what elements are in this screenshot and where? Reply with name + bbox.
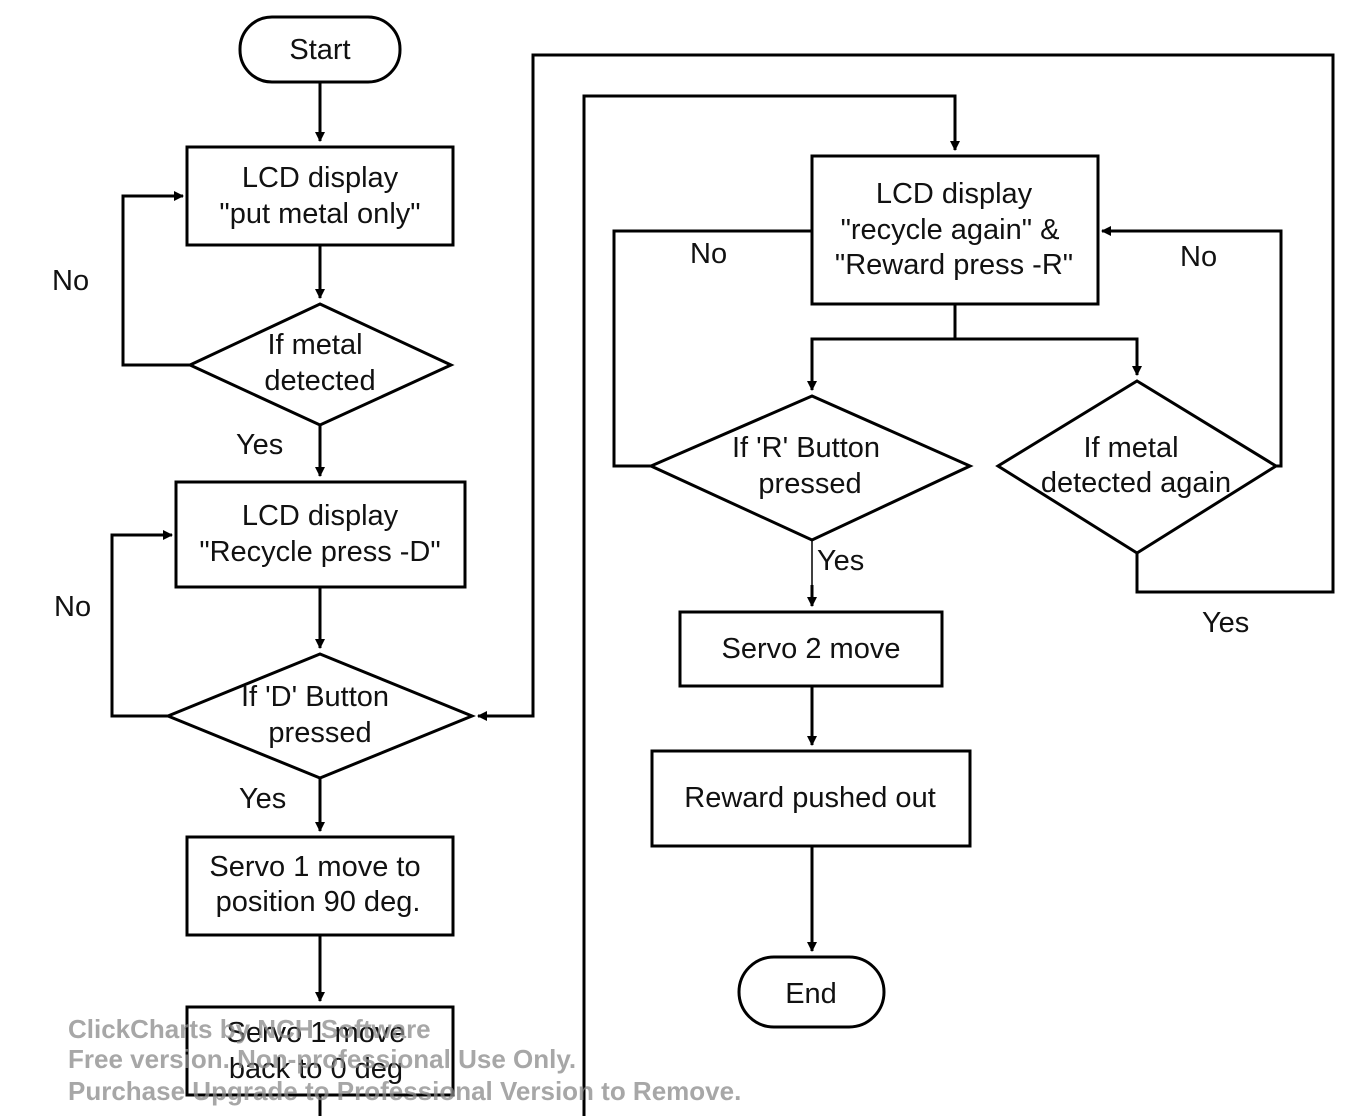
decision-metal-detected: If metal detected (186, 302, 455, 427)
reward-pushed-out: Reward pushed out (650, 749, 972, 848)
watermark-line1: ClickCharts by NCH Software (68, 1014, 431, 1044)
lcd1-line2: "put metal only" (219, 198, 420, 230)
decision-metal-detected-again: If metal detected again (995, 379, 1279, 555)
label-yes-r: Yes (817, 545, 864, 577)
start-node: Start (238, 15, 402, 84)
lcd-display-put-metal: LCD display "put metal only" (185, 145, 455, 247)
dec-metal2-line1: If metal (1083, 432, 1178, 464)
dec-metal-line1: If metal (267, 329, 362, 361)
edge-dec-r-no (612, 229, 812, 468)
dec-metal-line2: detected (264, 365, 375, 397)
connectors (110, 53, 1335, 1116)
start-label: Start (289, 34, 350, 66)
lcd2-line2: "Recycle press -D" (199, 536, 440, 568)
branch-labels: No Yes No Yes No No Yes Yes (52, 238, 1249, 815)
watermark-line3: Purchase Upgrade to Professional Version… (68, 1076, 741, 1106)
lcd3-line2: "recycle again" & (841, 214, 1060, 246)
label-no-d: No (54, 591, 91, 623)
dec-d-line2: pressed (268, 717, 371, 749)
edge-split-dec-metal2 (955, 337, 1142, 376)
servo1-line2: position 90 deg. (216, 886, 421, 918)
lcd3-line1: LCD display (876, 178, 1033, 210)
end-node: End (737, 955, 886, 1029)
servo1-line1: Servo 1 move to (209, 851, 420, 883)
servo1b-line2: back to 0 deg (229, 1053, 403, 1085)
edge-dec-metal-no (121, 191, 190, 367)
decision-r-button: If 'R' Button pressed (647, 394, 974, 542)
dec-metal2-line2: detected again (1041, 467, 1231, 499)
lcd3-line3: "Reward press -R" (835, 249, 1073, 281)
servo1-move-back: Servo 1 move back to 0 deg (185, 1005, 455, 1097)
edge-metal-again-yes (477, 53, 1335, 721)
watermark-line2: Free version. Non-professional Use Only. (68, 1044, 576, 1074)
end-label: End (785, 978, 837, 1010)
servo2-move: Servo 2 move (678, 610, 944, 688)
edge-dec-d-no (110, 530, 173, 718)
lcd1-line1: LCD display (242, 162, 399, 194)
dec-r-line1: If 'R' Button (732, 432, 880, 464)
edge-split-dec-r (807, 337, 955, 391)
servo1b-line1: Servo 1 move (227, 1017, 406, 1049)
dec-d-line1: If 'D' Button (241, 681, 389, 713)
label-no-metal-again: No (1180, 241, 1217, 273)
label-yes-metal: Yes (236, 429, 283, 461)
servo1-move-90: Servo 1 move to position 90 deg. (185, 835, 455, 937)
dec-r-line2: pressed (758, 468, 861, 500)
label-yes-metal-again: Yes (1202, 607, 1249, 639)
edge-into-lcd3 (582, 94, 960, 1116)
lcd-display-recycle-again: LCD display "recycle again" & "Reward pr… (810, 154, 1100, 306)
lcd-display-recycle-press-d: LCD display "Recycle press -D" (174, 480, 467, 589)
servo2-label: Servo 2 move (722, 633, 901, 665)
lcd2-line1: LCD display (242, 500, 399, 532)
watermark: ClickCharts by NCH Software Free version… (68, 1014, 741, 1106)
label-no-r: No (690, 238, 727, 270)
label-yes-d: Yes (239, 783, 286, 815)
reward-label: Reward pushed out (684, 782, 936, 814)
decision-d-button: If 'D' Button pressed (164, 652, 476, 780)
label-no-metal: No (52, 265, 89, 297)
